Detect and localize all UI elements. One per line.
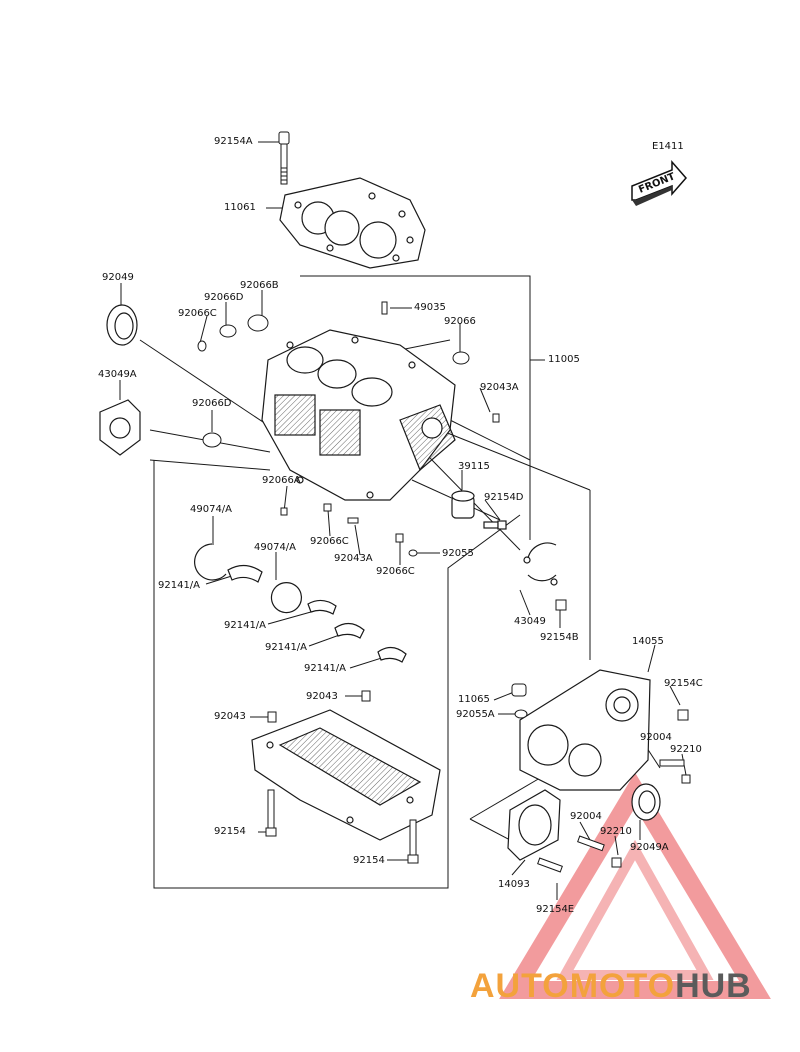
part-label[interactable]: 92004 <box>640 732 672 743</box>
front-arrow-icon <box>631 160 687 206</box>
watermark-text-1: AUTOMOTO <box>470 967 676 1005</box>
part-label[interactable]: 92154B <box>540 632 579 643</box>
nut-icon <box>611 857 622 868</box>
plug-icon <box>247 314 269 332</box>
bearing-icon <box>227 564 263 583</box>
part-label[interactable]: 92049A <box>630 842 669 853</box>
dowel-pin-icon <box>347 517 359 524</box>
plug-icon <box>280 507 288 516</box>
thrust-washer-icon <box>194 543 227 581</box>
frame-line <box>300 275 531 540</box>
plug-icon <box>219 324 237 338</box>
dowel-pin-icon <box>492 413 500 423</box>
bolt-icon <box>267 789 275 831</box>
part-label[interactable]: 92154E <box>536 904 575 915</box>
watermark-logo: AUTOMOTOHUB <box>470 966 752 1006</box>
part-label[interactable]: 92141/A <box>224 620 267 631</box>
oil-seal-icon <box>631 783 661 821</box>
part-label[interactable]: 92141/A <box>265 642 308 653</box>
diagram-code: E1411 <box>652 141 684 152</box>
bolt-icon <box>409 819 417 857</box>
part-label[interactable]: 14055 <box>632 636 664 647</box>
dowel-pin-icon <box>267 711 277 723</box>
pump-icon <box>451 490 507 530</box>
part-label[interactable]: 49074/A <box>190 504 233 515</box>
oil-seal-icon <box>106 304 138 346</box>
part-label[interactable]: 92210 <box>670 744 702 755</box>
part-label[interactable]: 92043A <box>334 553 373 564</box>
watermark-text-2: HUB <box>675 967 752 1005</box>
watermark-triangle <box>499 772 771 999</box>
part-label[interactable]: 39115 <box>458 461 490 472</box>
part-label[interactable]: 92043 <box>214 711 246 722</box>
part-label[interactable]: 92141/A <box>158 580 201 591</box>
part-label[interactable]: 43049A <box>98 369 137 380</box>
bolt-icon <box>537 857 563 873</box>
thrust-washer-icon <box>270 582 302 614</box>
part-label[interactable]: 92066C <box>376 566 415 577</box>
plug-icon <box>395 533 404 543</box>
part-label[interactable]: 92004 <box>570 811 602 822</box>
part-label[interactable]: 11061 <box>224 202 256 213</box>
o-ring-icon <box>408 549 418 557</box>
part-label[interactable]: 11065 <box>458 694 490 705</box>
cover-icon <box>507 789 561 861</box>
part-label[interactable]: 92055 <box>442 548 474 559</box>
bolt-icon <box>265 827 277 837</box>
part-label[interactable]: 92154 <box>353 855 385 866</box>
part-label[interactable]: 92043 <box>306 691 338 702</box>
stud-icon <box>659 759 685 767</box>
o-ring-icon <box>514 709 528 719</box>
dowel-pin-icon <box>381 301 388 315</box>
nut-icon <box>681 774 691 784</box>
part-label[interactable]: 92210 <box>600 826 632 837</box>
part-label[interactable]: 92066C <box>310 536 349 547</box>
part-label[interactable]: 92055A <box>456 709 495 720</box>
crankcase-icon <box>251 709 441 841</box>
part-label[interactable]: 92141/A <box>304 663 347 674</box>
bolt-icon <box>555 599 567 611</box>
part-label[interactable]: 92066C <box>178 308 217 319</box>
part-label[interactable]: 49074/A <box>254 542 297 553</box>
part-label[interactable]: 92066B <box>240 280 279 291</box>
bolt-icon <box>407 854 419 864</box>
plug-icon <box>202 432 222 448</box>
part-label[interactable]: 14093 <box>498 879 530 890</box>
part-label[interactable]: 11005 <box>548 354 580 365</box>
plug-icon <box>197 340 207 352</box>
part-label[interactable]: 92154C <box>664 678 703 689</box>
cover-plate-icon <box>523 542 558 586</box>
cap-icon <box>511 683 527 697</box>
part-label[interactable]: 92154A <box>214 136 253 147</box>
part-label[interactable]: 92066 <box>444 316 476 327</box>
gear-case-icon <box>519 669 651 791</box>
cylinder-block-icon <box>261 329 456 501</box>
part-label[interactable]: 43049 <box>514 616 546 627</box>
plug-icon <box>323 503 332 512</box>
bearing-icon <box>334 622 365 639</box>
part-label[interactable]: 92049 <box>102 272 134 283</box>
bearing-icon <box>377 646 407 663</box>
part-label[interactable]: 92154 <box>214 826 246 837</box>
head-gasket-icon <box>279 177 426 269</box>
bolt-icon <box>677 709 689 721</box>
part-label[interactable]: 92066D <box>204 292 244 303</box>
part-label[interactable]: 49035 <box>414 302 446 313</box>
bearing-icon <box>307 599 337 615</box>
part-label[interactable]: 92066A <box>262 475 301 486</box>
part-label[interactable]: 92066D <box>192 398 232 409</box>
dowel-pin-icon <box>361 690 371 702</box>
cover-plate-icon <box>99 399 141 456</box>
frame-line <box>153 460 521 889</box>
part-label[interactable]: 92043A <box>480 382 519 393</box>
bolt-icon <box>278 131 290 185</box>
part-label[interactable]: 92154D <box>484 492 524 503</box>
stud-icon <box>577 835 605 852</box>
plug-icon <box>452 351 470 365</box>
